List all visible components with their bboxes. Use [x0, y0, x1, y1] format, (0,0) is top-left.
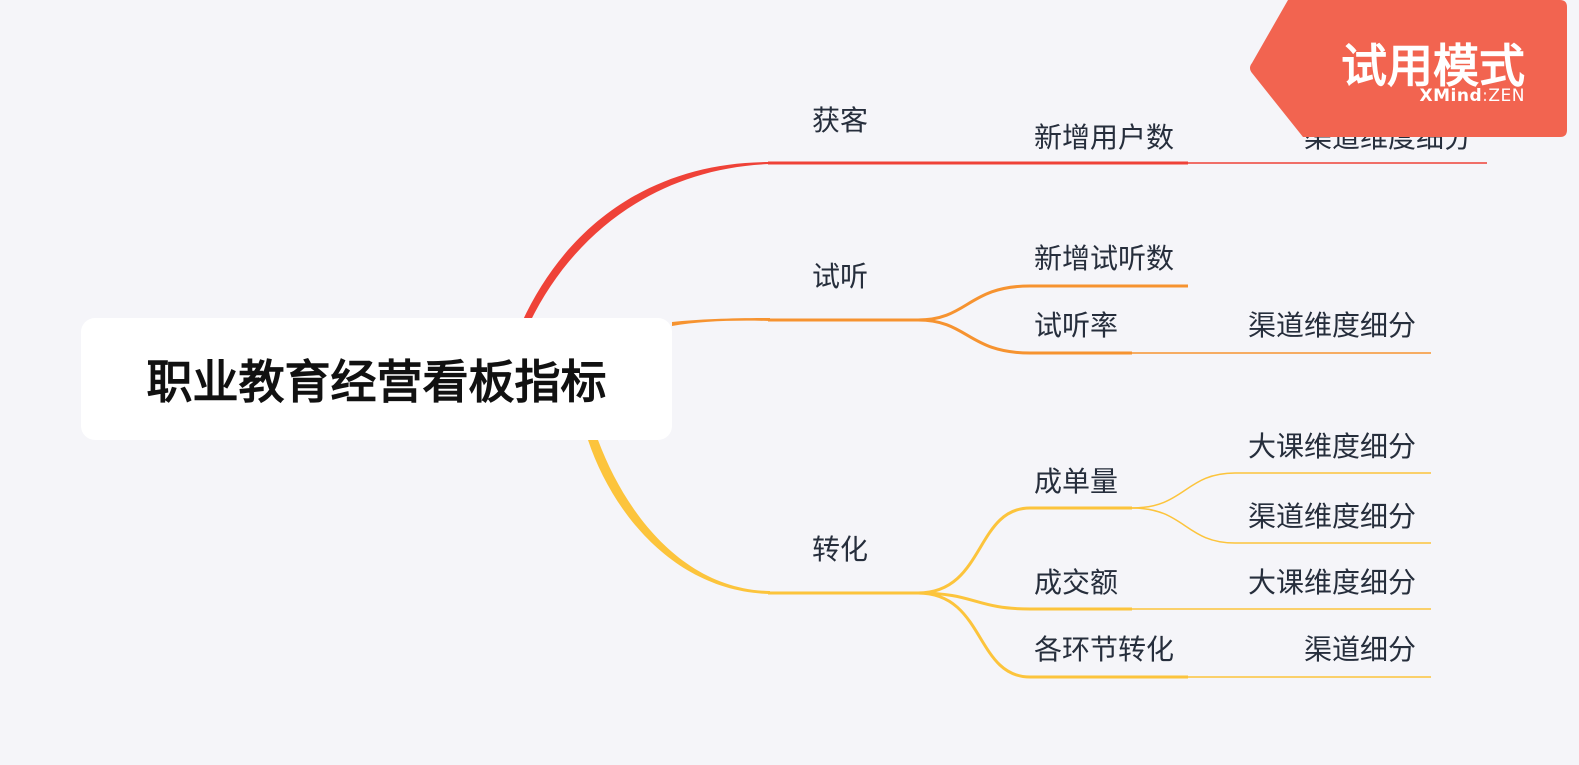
leaf-orders-course[interactable]: 大课维度细分 [1247, 430, 1416, 463]
brand-right: ZEN [1488, 86, 1525, 106]
badge-title: 试用模式 [1341, 39, 1525, 93]
brand-left: XMind [1419, 86, 1483, 106]
branch-line-convert [588, 440, 770, 594]
topic-trial[interactable]: 试听 [812, 260, 869, 293]
root-topic-label: 职业教育经营看板指标 [146, 355, 607, 409]
connector-orders-course [1131, 472, 1431, 509]
connector-orders-channel [1131, 507, 1431, 544]
connector-funnel [917, 591, 1031, 679]
subtopic-orders[interactable]: 成单量 [1034, 465, 1119, 498]
badge-shape [1250, 0, 1567, 137]
topic-convert[interactable]: 转化 [812, 533, 869, 566]
subtopic-new-users[interactable]: 新增用户数 [1034, 121, 1175, 154]
xmind-zen-logo: XMind:ZEN [1420, 86, 1525, 106]
leaf-trial-rate-channel[interactable]: 渠道维度细分 [1247, 309, 1416, 342]
branch-line-acquire [522, 162, 770, 322]
connector-trial-rate [917, 318, 1031, 355]
leaf-orders-channel[interactable]: 渠道维度细分 [1247, 500, 1416, 533]
connector-new-trials [917, 284, 1031, 322]
subtopic-funnel[interactable]: 各环节转化 [1034, 633, 1175, 666]
subtopic-trial-rate[interactable]: 试听率 [1034, 309, 1119, 342]
connector-orders [917, 506, 1031, 595]
branch-line-trial [672, 318, 770, 326]
leaf-gmv-course[interactable]: 大课维度细分 [1247, 566, 1416, 599]
topic-acquire[interactable]: 获客 [812, 104, 869, 137]
brand-separator: : [1482, 86, 1489, 106]
subtopic-gmv[interactable]: 成交额 [1034, 566, 1119, 599]
trial-mode-badge[interactable]: 试用模式 XMind:ZEN [1248, 0, 1567, 137]
leaf-funnel-channel[interactable]: 渠道细分 [1303, 633, 1416, 666]
root-topic[interactable]: 职业教育经营看板指标 [81, 318, 672, 440]
subtopic-new-trials[interactable]: 新增试听数 [1034, 242, 1175, 275]
